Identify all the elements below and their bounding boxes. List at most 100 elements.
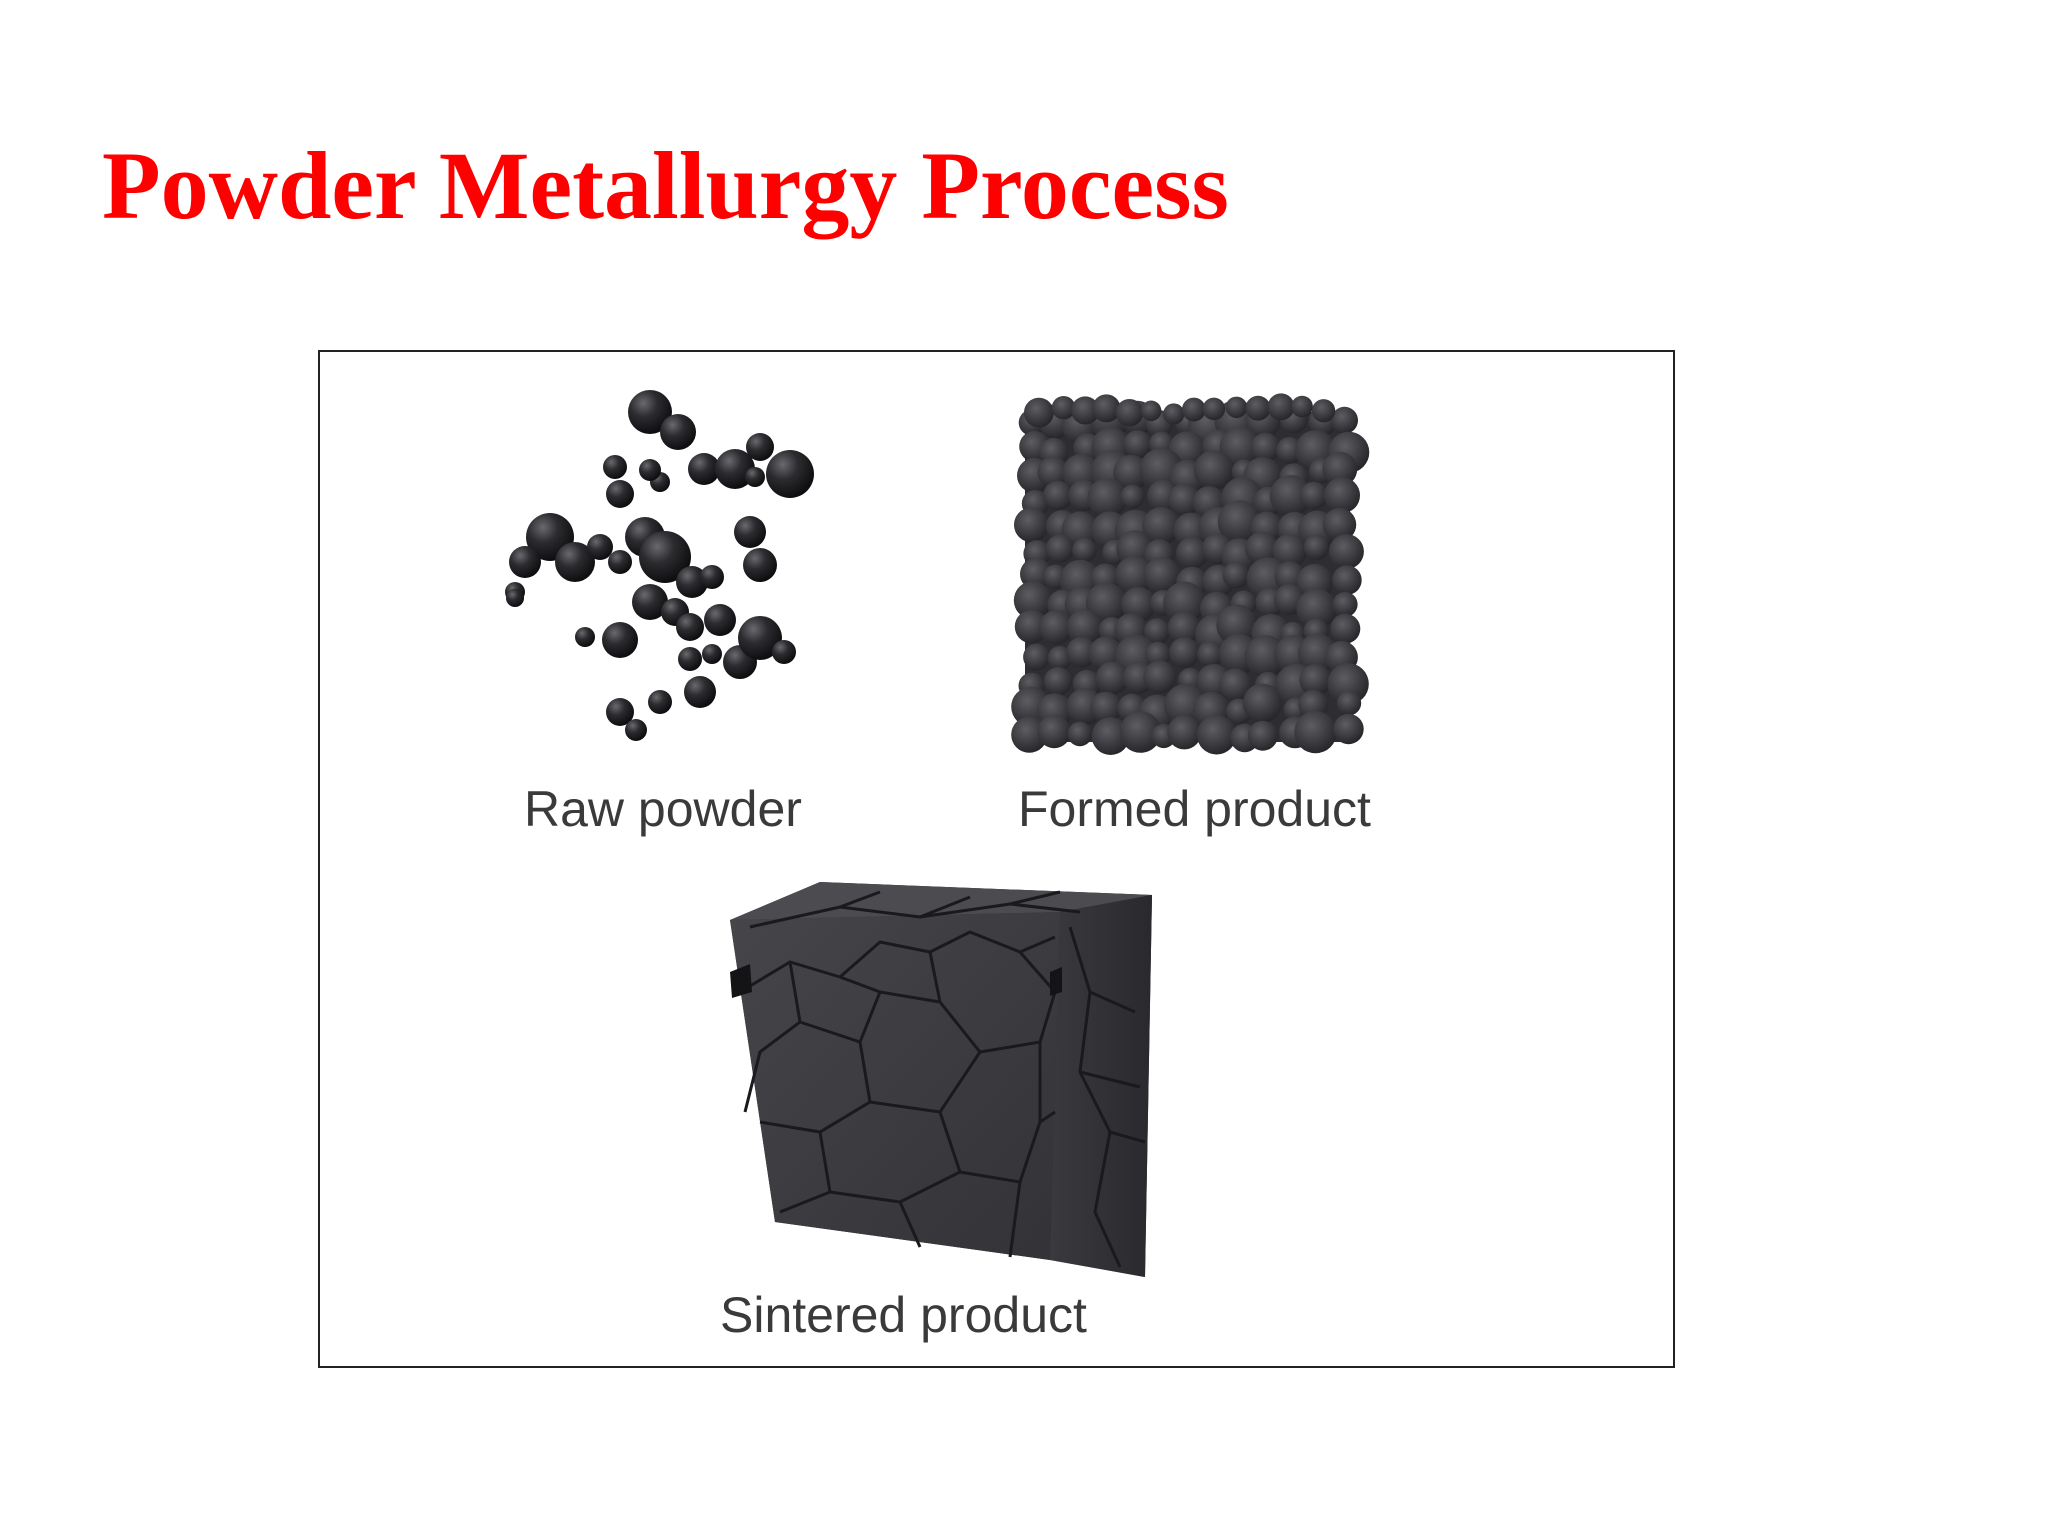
packed-particle bbox=[1181, 397, 1206, 422]
packed-particle bbox=[1247, 720, 1278, 751]
packed-particle bbox=[1176, 537, 1209, 569]
packed-particle bbox=[1322, 508, 1357, 542]
packed-particle bbox=[1336, 690, 1362, 716]
caption-sintered-product: Sintered product bbox=[720, 1287, 1087, 1343]
packed-particle bbox=[1245, 395, 1271, 421]
packed-particle bbox=[1066, 636, 1097, 668]
powder-particle bbox=[639, 459, 661, 481]
powder-particle bbox=[587, 534, 613, 560]
packed-particle bbox=[1143, 557, 1181, 594]
powder-particle bbox=[684, 676, 716, 708]
packed-particle bbox=[1163, 581, 1206, 624]
packed-particle bbox=[1327, 663, 1369, 705]
packed-particle bbox=[1037, 714, 1071, 749]
packed-particle bbox=[1045, 534, 1074, 563]
powder-particle bbox=[606, 480, 634, 508]
packed-particle bbox=[1095, 661, 1129, 695]
packed-particle bbox=[1014, 507, 1049, 543]
powder-particle bbox=[715, 449, 755, 489]
packed-particle bbox=[1087, 478, 1128, 518]
process-illustration bbox=[505, 390, 1370, 1277]
powder-particle bbox=[678, 647, 702, 671]
packed-particle bbox=[1322, 451, 1358, 487]
powder-particle bbox=[625, 719, 647, 741]
packed-particle bbox=[1163, 403, 1185, 425]
sintered-product-cube bbox=[730, 882, 1152, 1277]
packed-particle bbox=[1071, 396, 1100, 425]
powder-particle bbox=[628, 390, 672, 434]
packed-particle bbox=[1092, 394, 1121, 423]
packed-particle bbox=[1269, 475, 1312, 517]
packed-particle bbox=[1142, 507, 1181, 545]
powder-particle bbox=[509, 546, 541, 578]
powder-particle bbox=[676, 613, 704, 641]
packed-particle bbox=[1328, 534, 1364, 570]
packed-particle bbox=[1023, 397, 1054, 428]
packed-particle bbox=[1219, 427, 1261, 468]
packed-particle bbox=[1090, 691, 1122, 724]
packed-particle bbox=[1091, 717, 1130, 755]
packed-particle bbox=[1291, 395, 1313, 418]
packed-particle bbox=[1244, 635, 1287, 678]
packed-particle bbox=[1144, 618, 1170, 645]
packed-particle bbox=[1169, 637, 1200, 668]
powder-particle bbox=[602, 622, 638, 658]
powder-particle bbox=[745, 467, 765, 487]
packed-particle bbox=[1115, 398, 1144, 427]
packed-particle bbox=[1023, 643, 1050, 671]
powder-particle bbox=[704, 604, 736, 636]
powder-particle bbox=[575, 627, 595, 647]
caption-formed-product: Formed product bbox=[1018, 781, 1371, 837]
packed-particle bbox=[1113, 454, 1149, 491]
packed-particle bbox=[1143, 660, 1177, 694]
packed-particle bbox=[1294, 710, 1337, 754]
powder-particle bbox=[766, 450, 814, 498]
packed-particle bbox=[1250, 432, 1281, 462]
powder-particle bbox=[606, 698, 634, 726]
slide-title: Powder Metallurgy Process bbox=[102, 132, 1229, 239]
packed-particle bbox=[1085, 582, 1127, 624]
powder-particle bbox=[772, 640, 796, 664]
packed-particle bbox=[1299, 664, 1332, 696]
figure-frame: Raw powder Formed product Sintered produ… bbox=[318, 350, 1675, 1368]
raw-powder-particles bbox=[505, 390, 814, 741]
packed-particle bbox=[1116, 530, 1154, 568]
packed-particle bbox=[1123, 430, 1152, 459]
packed-particle bbox=[1333, 713, 1364, 745]
packed-particle bbox=[1332, 591, 1358, 617]
packed-particle bbox=[1202, 397, 1226, 421]
packed-particle bbox=[1222, 561, 1250, 589]
packed-particle bbox=[1067, 721, 1093, 747]
powder-particle bbox=[743, 548, 777, 582]
packed-particle bbox=[1332, 565, 1362, 595]
packed-particle bbox=[1047, 646, 1072, 671]
powder-particle bbox=[688, 453, 720, 485]
packed-particle bbox=[1037, 456, 1069, 488]
packed-particle bbox=[1168, 483, 1201, 516]
packed-particle bbox=[1299, 481, 1328, 510]
powder-particle bbox=[639, 531, 691, 583]
formed-product-cube bbox=[1011, 393, 1370, 755]
packed-particle bbox=[1043, 667, 1073, 696]
packed-particle bbox=[1051, 395, 1076, 420]
powder-particle bbox=[632, 584, 668, 620]
packed-particle bbox=[1330, 613, 1361, 644]
packed-particle bbox=[1119, 711, 1162, 753]
packed-particle bbox=[1140, 400, 1162, 421]
packed-particle bbox=[1167, 715, 1202, 750]
packed-particle bbox=[1331, 406, 1358, 434]
packed-particle bbox=[1120, 484, 1145, 509]
packed-particle bbox=[1217, 500, 1262, 544]
powder-particle bbox=[702, 644, 722, 664]
packed-particle bbox=[1272, 533, 1307, 569]
packed-particle bbox=[1311, 399, 1336, 423]
packed-particle bbox=[1242, 683, 1282, 723]
powder-particle bbox=[676, 566, 708, 598]
powder-particle bbox=[555, 542, 595, 582]
packed-particle bbox=[1167, 611, 1201, 645]
packed-particle bbox=[1193, 450, 1234, 491]
packed-particle bbox=[1197, 641, 1224, 668]
packed-particle bbox=[1324, 477, 1360, 514]
packed-particle bbox=[1225, 396, 1248, 419]
